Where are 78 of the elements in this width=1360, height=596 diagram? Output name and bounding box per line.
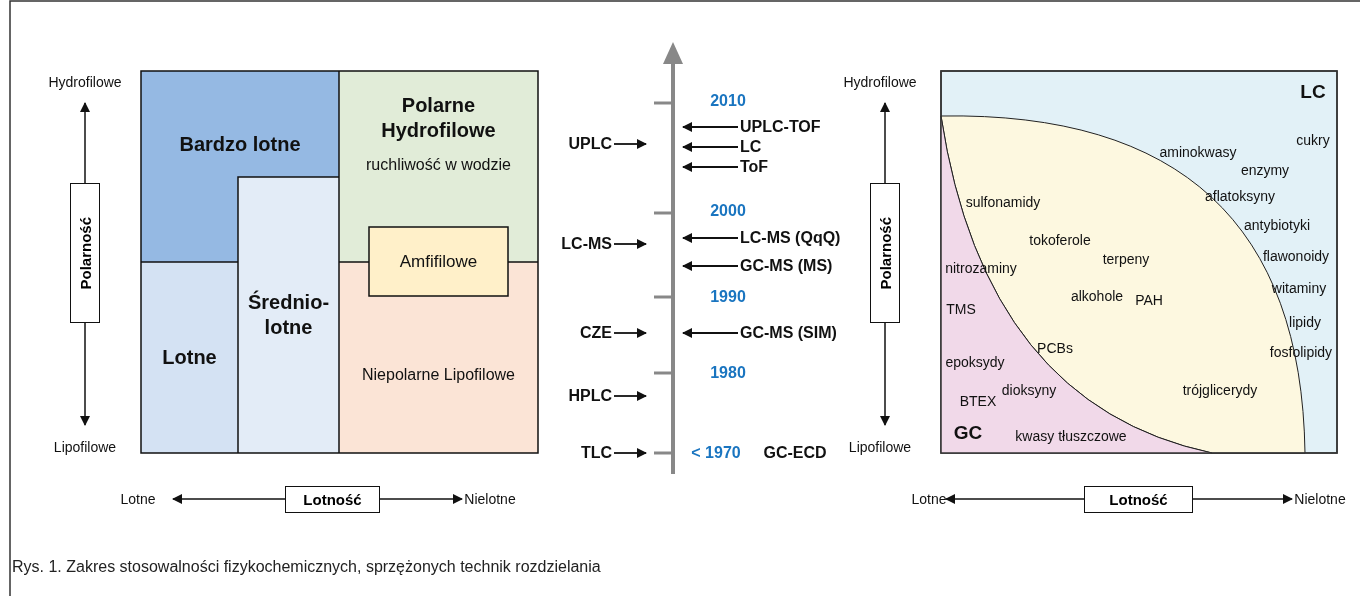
- compound-class-label: alkohole: [1070, 288, 1124, 304]
- technique-label: HPLC: [566, 387, 614, 405]
- compound-class-label: aminokwasy: [1159, 144, 1237, 160]
- compound-class-label: kwasy tłuszczowe: [1015, 428, 1127, 444]
- technique-label: GC-MS (SIM): [738, 324, 839, 342]
- region-text: ruchliwość w wodzie: [365, 155, 512, 175]
- axis-end-label: Nielotne: [464, 491, 516, 507]
- compound-class-label: TMS: [946, 301, 976, 317]
- arrow: [613, 239, 647, 249]
- axis-title-box: [870, 183, 900, 323]
- axis-title-box: Lotność: [1084, 486, 1193, 513]
- region-label: LC: [1300, 81, 1326, 103]
- region-heading: Bardzo lotne: [178, 131, 302, 157]
- compound-class-label: PCBs: [1037, 340, 1073, 356]
- region-box: [339, 71, 538, 227]
- technique-label: LC-MS: [559, 235, 614, 253]
- axis-end-label: Hydrofilowe: [48, 74, 122, 90]
- region-heading: Polarne Hydrofilowe: [380, 93, 497, 143]
- technique-label: CZE: [578, 324, 614, 342]
- axis-end-label: Lotne: [911, 491, 947, 507]
- compound-class-label: epoksydy: [945, 354, 1005, 370]
- year-label: 1990: [710, 288, 746, 306]
- compound-class-label: terpeny: [1102, 251, 1150, 267]
- axis-end-label: Hydrofilowe: [843, 74, 917, 90]
- region-box: [141, 262, 238, 453]
- caption: Rys. 1. Zakres stosowalności fizykochemicznych, sprzężonych technik rozdzielania: [12, 558, 601, 576]
- year-label: 2010: [710, 92, 746, 110]
- axis-title-box: [70, 183, 100, 323]
- compound-class-label: lipidy: [1289, 314, 1321, 330]
- region-box: [238, 177, 339, 453]
- technique-label: UPLC: [566, 135, 614, 153]
- region-box: [141, 71, 339, 177]
- compound-class-label: cukry: [1296, 132, 1330, 148]
- technique-label: GC-ECD: [763, 444, 827, 462]
- compound-class-label: antybiotyki: [1243, 217, 1311, 233]
- axis-end-label: Lipofilowe: [848, 439, 912, 455]
- arrow: [682, 142, 739, 152]
- compound-class-label: trójglicerydy: [1182, 382, 1258, 398]
- compound-class-label: sulfonamidy: [965, 194, 1041, 210]
- axis-title: Polarność: [876, 216, 894, 290]
- compound-class-label: dioksyny: [1001, 382, 1057, 398]
- region-box: [339, 296, 538, 453]
- year-label: < 1970: [691, 444, 741, 462]
- arrow: [682, 233, 739, 243]
- year-label: 2000: [710, 202, 746, 220]
- axis-end-label: Lipofilowe: [53, 439, 117, 455]
- compound-class-label: flawonoidy: [1262, 248, 1330, 264]
- technique-label: TLC: [578, 444, 614, 462]
- arrow: [613, 328, 647, 338]
- axis-end-label: Nielotne: [1294, 491, 1346, 507]
- region-text: Niepolarne Lipofilowe: [361, 364, 516, 385]
- region-label: GC: [953, 422, 983, 444]
- region-heading: Średnio- lotne: [246, 290, 331, 340]
- arrow: [613, 391, 647, 401]
- technique-label: LC: [738, 138, 764, 156]
- technique-label: ToF: [738, 158, 771, 176]
- region-heading: Lotne: [161, 345, 218, 370]
- region-box: [369, 227, 508, 296]
- arrow: [682, 122, 739, 132]
- region-text: Amfifilowe: [398, 250, 479, 273]
- compound-class-label: tokoferole: [1029, 232, 1091, 248]
- compound-class-label: fosfolipidy: [1269, 344, 1333, 360]
- axis-title: Polarność: [76, 216, 94, 290]
- compound-class-label: BTEX: [959, 393, 997, 409]
- compound-class-label: witaminy: [1271, 280, 1327, 296]
- axis-title-box: Lotność: [285, 486, 380, 513]
- technique-label: UPLC-TOF: [738, 118, 823, 136]
- arrow: [682, 162, 739, 172]
- technique-label: LC-MS (QqQ): [738, 229, 843, 247]
- axis-end-label: Lotne: [120, 491, 156, 507]
- compound-class-label: PAH: [1135, 292, 1163, 308]
- year-label: 1980: [710, 364, 746, 382]
- arrow: [682, 328, 739, 338]
- arrow: [613, 448, 647, 458]
- arrow: [682, 261, 739, 271]
- arrow: [613, 139, 647, 149]
- technique-label: GC-MS (MS): [738, 257, 835, 275]
- compound-class-label: enzymy: [1240, 162, 1290, 178]
